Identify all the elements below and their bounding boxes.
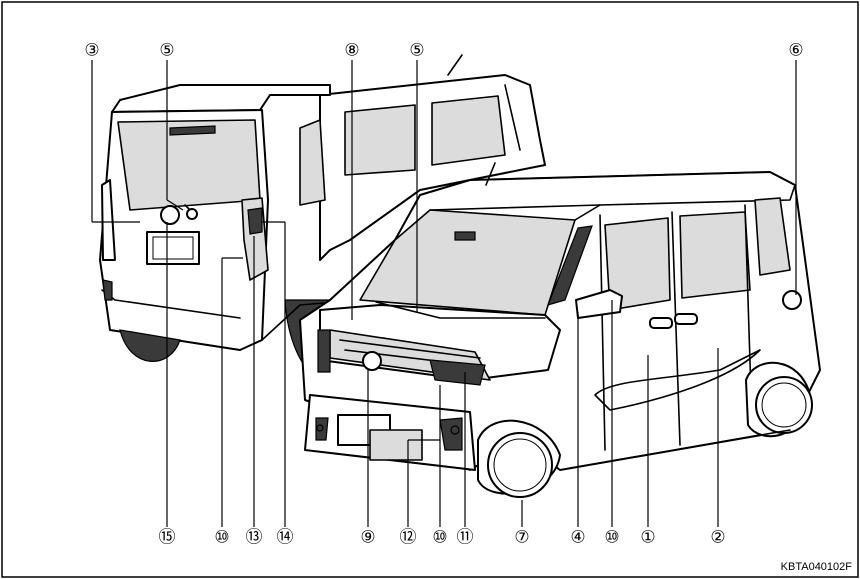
callout-label: ⑩ — [432, 527, 447, 546]
callout-label: ⑬ — [246, 527, 263, 546]
callout-label: ③ — [84, 40, 99, 59]
callout-label: ⑭ — [277, 527, 294, 546]
leader-lines — [91, 60, 797, 527]
callout-label: ⑤ — [409, 40, 424, 59]
callout-label: ⑩ — [604, 527, 619, 546]
callout-label: ⑦ — [514, 527, 529, 546]
callout-label: ⑨ — [360, 527, 375, 546]
callout-labels: ③ ⑤ ⑧ ⑤ ⑥ ⑮ ⑩ ⑬ ⑭ ⑨ ⑫ ⑩ ⑪ ⑦ ④ ⑩ ① ② — [84, 40, 803, 546]
front-vehicle-illustration — [299, 162, 821, 498]
callout-label: ⑩ — [214, 527, 229, 546]
callout-label: ① — [640, 527, 655, 546]
callout-label: ④ — [570, 527, 585, 546]
callout-label: ⑪ — [457, 527, 474, 546]
diagram-code: KBTA040102F — [781, 561, 853, 573]
callout-label: ⑫ — [400, 527, 417, 546]
callout-label: ② — [710, 527, 725, 546]
callout-label: ⑮ — [159, 527, 176, 546]
callout-label: ⑤ — [159, 40, 174, 59]
callout-label: ⑥ — [788, 40, 803, 59]
callout-label: ⑧ — [344, 40, 359, 59]
